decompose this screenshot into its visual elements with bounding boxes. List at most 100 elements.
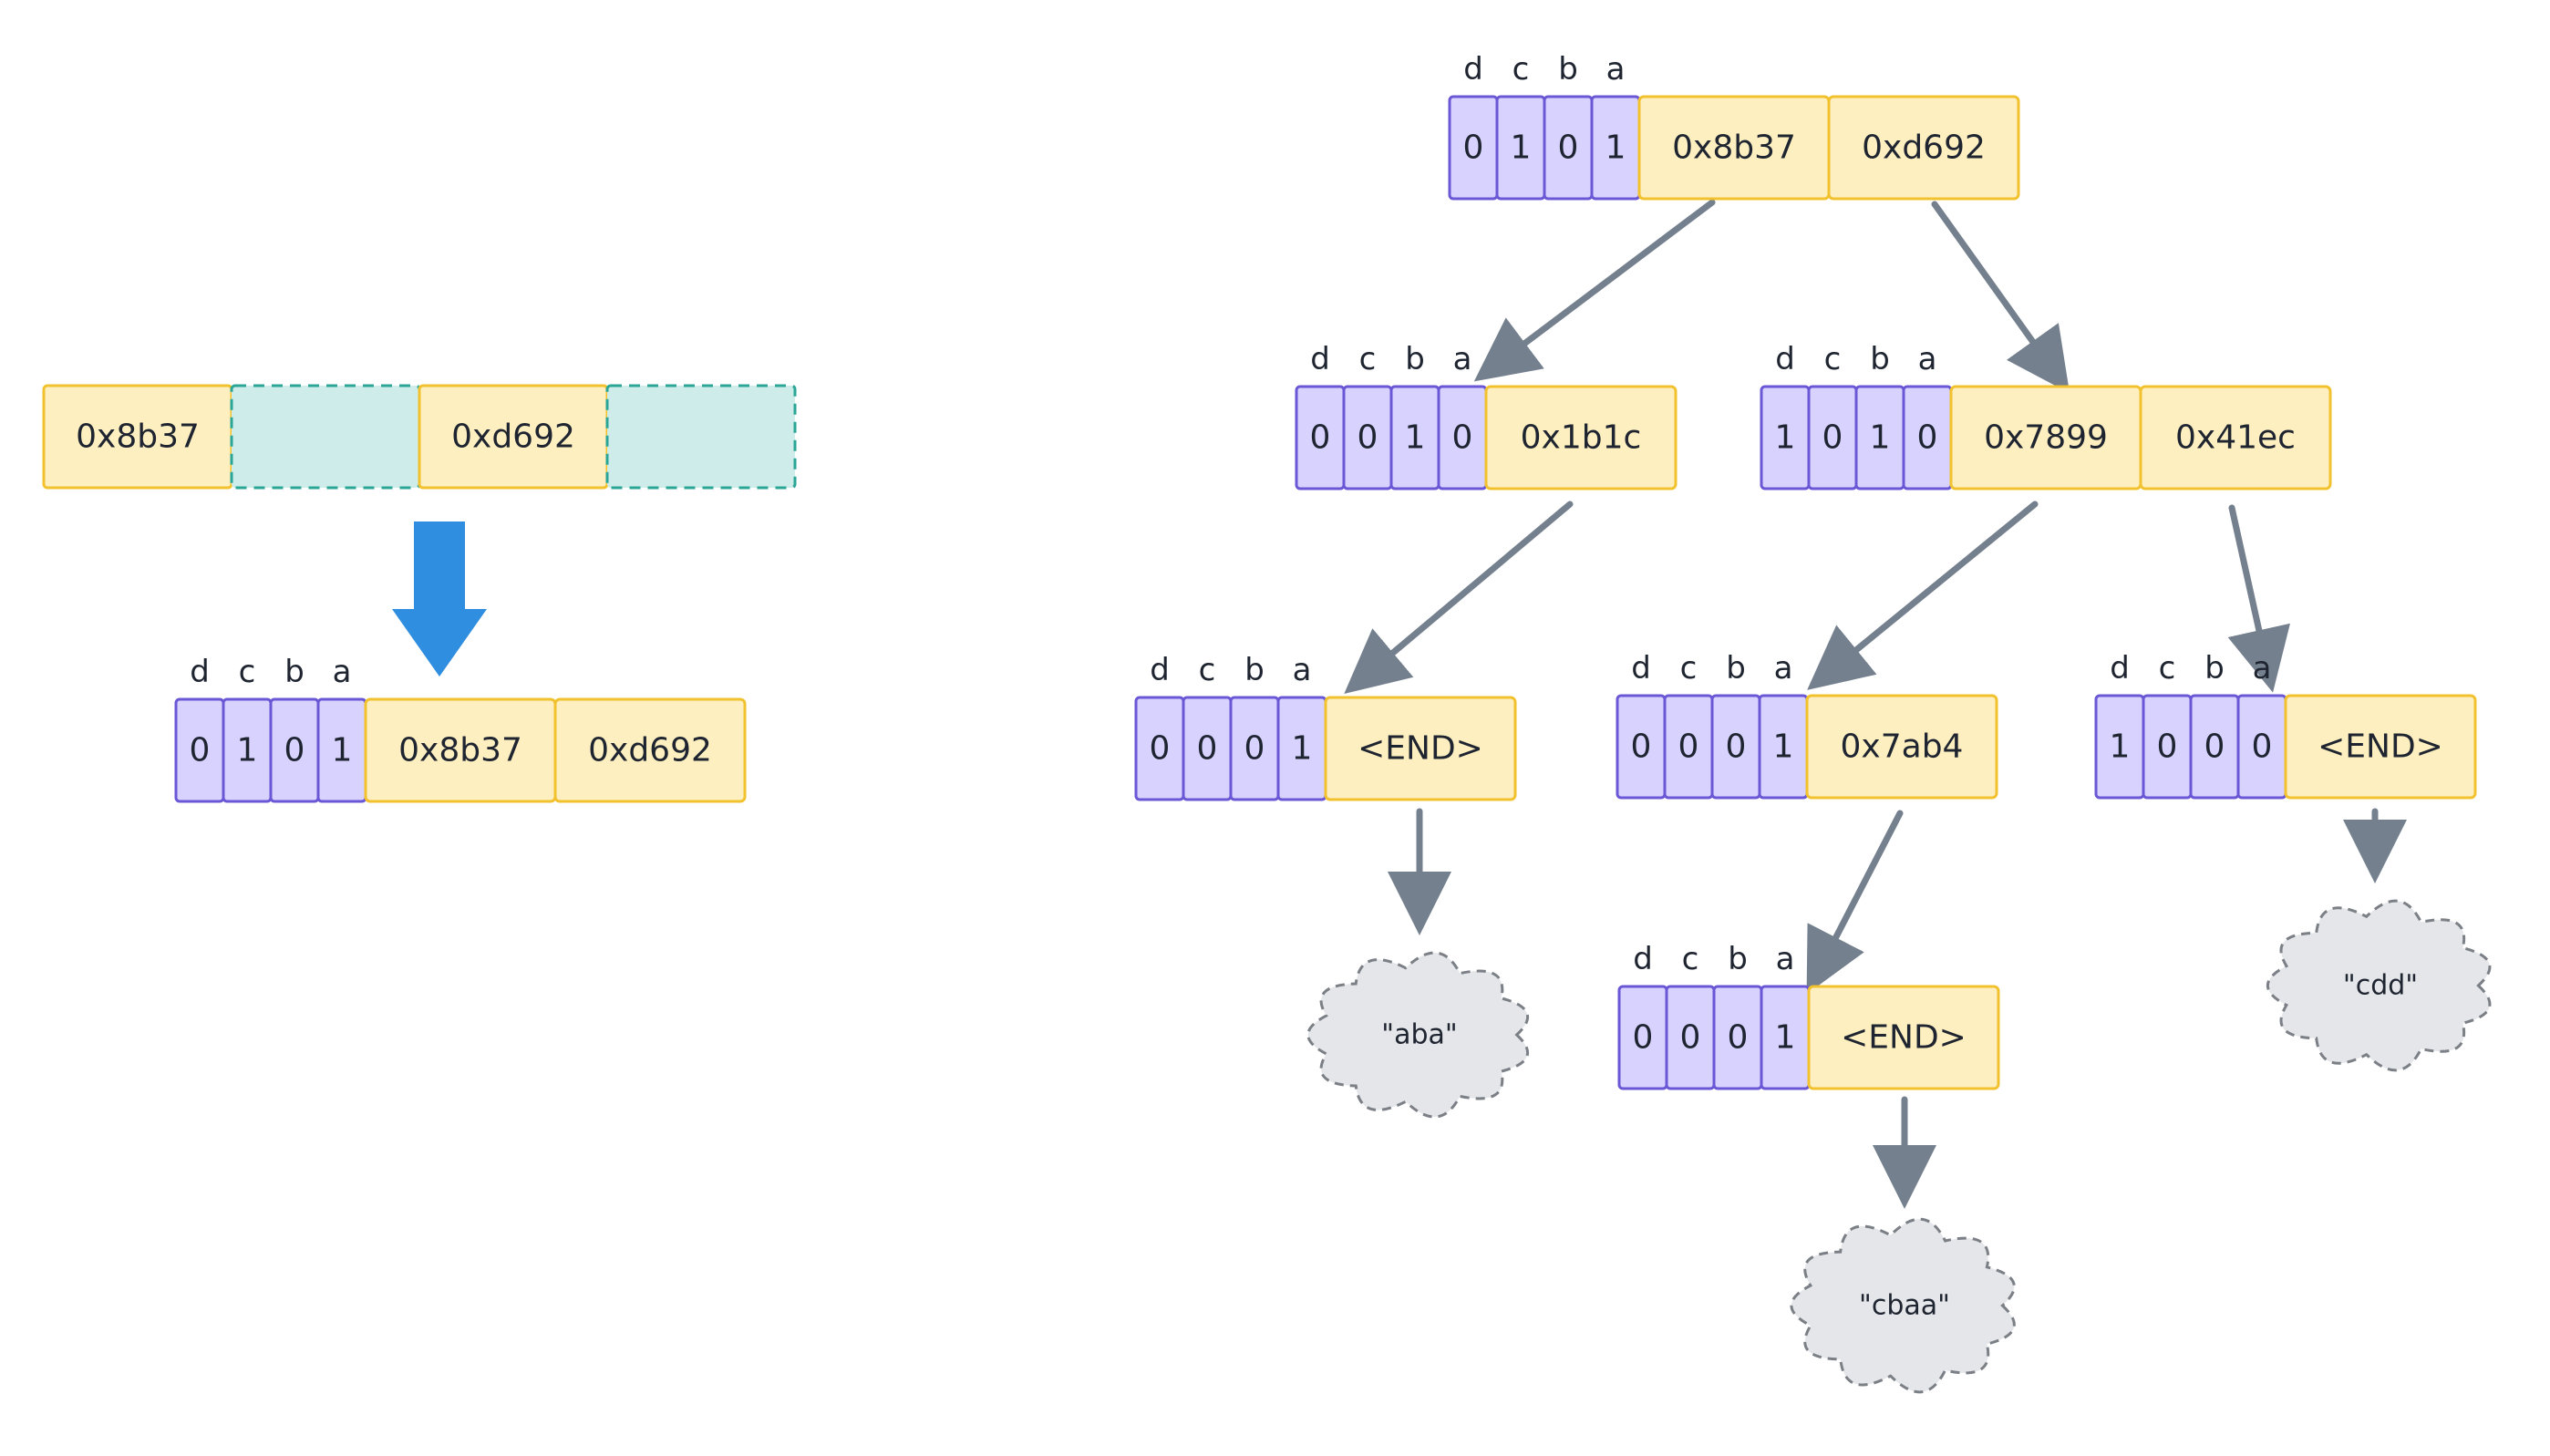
- pointer-value: 0xd692: [588, 732, 712, 769]
- leaf-cloud: "cbaa": [1790, 1217, 2016, 1394]
- bit-value: 0: [2157, 728, 2178, 766]
- bit-header-b: b: [1870, 341, 1890, 377]
- pointer-value: 0x1b1c: [1521, 419, 1642, 457]
- end-marker: <END>: [1841, 1019, 1967, 1057]
- pointer-cell: [2284, 694, 2477, 800]
- pointer-cell: [1324, 696, 1517, 801]
- empty-slot: [605, 384, 797, 490]
- bit-value: 1: [1405, 419, 1426, 457]
- bit-header-c: c: [1824, 341, 1842, 377]
- cloud-shape: [1306, 951, 1529, 1119]
- bit-header-b: b: [1558, 51, 1578, 88]
- pointer-value: 0x41ec: [2175, 419, 2296, 457]
- bit-value: 0: [1678, 728, 1699, 766]
- pointer-value: 0xd692: [1862, 129, 1986, 167]
- bit-value: 1: [1292, 730, 1313, 768]
- bit-value: 0: [2252, 728, 2273, 766]
- tree-edge-arrow: [1807, 501, 2039, 690]
- cloud-shape: [1790, 1217, 2016, 1394]
- bit-value: 1: [1775, 419, 1796, 457]
- tree-edge-arrow: [1344, 501, 1574, 695]
- bit-header-a: a: [1606, 51, 1626, 88]
- bit-header-a: a: [333, 654, 352, 690]
- bit-value: 0: [1150, 730, 1171, 768]
- bit-header-a: a: [1776, 941, 1795, 977]
- leaf-string: "aba": [1381, 1019, 1457, 1051]
- tree-edge-arrow: [1473, 199, 1716, 382]
- bit-value: 0: [2204, 728, 2225, 766]
- bit-value: 1: [1605, 129, 1626, 167]
- leaf-string: "cbaa": [1859, 1290, 1950, 1322]
- bit-value: 0: [1633, 1019, 1654, 1057]
- bit-header-b: b: [1405, 341, 1425, 377]
- pointer-value: 0xd692: [451, 418, 575, 456]
- pointer-value: 0x8b37: [398, 732, 522, 769]
- bit-value: 0: [1197, 730, 1218, 768]
- pointer-cell: [553, 697, 747, 803]
- bit-value: 1: [237, 732, 258, 769]
- bit-header-a: a: [1774, 650, 1793, 687]
- end-marker: <END>: [2318, 728, 2443, 766]
- bit-value: 0: [1728, 1019, 1749, 1057]
- bit-value: 0: [1726, 728, 1747, 766]
- arrow-down-icon: [392, 521, 487, 676]
- bit-header-c: c: [239, 654, 256, 690]
- bit-header-d: d: [2110, 650, 2130, 687]
- pointer-cell: [1827, 95, 2020, 201]
- bit-value: 0: [190, 732, 211, 769]
- bit-value: 1: [1870, 419, 1891, 457]
- bit-header-c: c: [1680, 650, 1698, 687]
- bit-header-b: b: [1244, 652, 1265, 688]
- bit-header-b: b: [284, 654, 305, 690]
- tree-edge-arrow: [1806, 810, 1904, 995]
- bit-value: 1: [1773, 728, 1794, 766]
- bit-header-c: c: [1512, 51, 1530, 88]
- bit-value: 0: [1558, 129, 1579, 167]
- pointer-cell: [1807, 985, 2000, 1090]
- bit-header-a: a: [1293, 652, 1312, 688]
- bit-value: 0: [1822, 419, 1843, 457]
- tree-edge-arrow: [2227, 504, 2291, 693]
- bit-value: 1: [2110, 728, 2131, 766]
- leaf-cloud: "cdd": [2266, 899, 2492, 1072]
- pointer-value: 0x7899: [1984, 419, 2108, 457]
- leaf-string: "cdd": [2343, 970, 2418, 1002]
- bit-value: 0: [1463, 129, 1484, 167]
- bit-value: 0: [1244, 730, 1265, 768]
- bit-value: 0: [1310, 419, 1331, 457]
- empty-slot: [230, 384, 421, 490]
- bit-value: 0: [284, 732, 305, 769]
- pointer-value: 0x8b37: [76, 418, 200, 456]
- bit-value: 0: [1631, 728, 1652, 766]
- bit-header-a: a: [1453, 341, 1472, 377]
- bit-header-d: d: [1633, 941, 1653, 977]
- bit-header-d: d: [1631, 650, 1651, 687]
- cloud-shape: [2266, 899, 2492, 1072]
- bit-header-a: a: [2253, 650, 2272, 687]
- leaf-cloud: "aba": [1306, 951, 1529, 1119]
- bit-header-d: d: [1463, 51, 1483, 88]
- bit-header-c: c: [1682, 941, 1699, 977]
- bit-header-c: c: [1359, 341, 1377, 377]
- pointer-value: 0x7ab4: [1841, 728, 1964, 766]
- bit-header-a: a: [1918, 341, 1937, 377]
- bit-value: 1: [1775, 1019, 1796, 1057]
- bit-value: 0: [1452, 419, 1473, 457]
- bit-header-d: d: [1150, 652, 1170, 688]
- bit-value: 1: [332, 732, 353, 769]
- bit-value: 0: [1680, 1019, 1701, 1057]
- bit-value: 1: [1511, 129, 1532, 167]
- bit-header-d: d: [1310, 341, 1330, 377]
- pointer-cell: [1484, 385, 1678, 490]
- bit-header-d: d: [190, 654, 210, 690]
- bit-value: 0: [1917, 419, 1938, 457]
